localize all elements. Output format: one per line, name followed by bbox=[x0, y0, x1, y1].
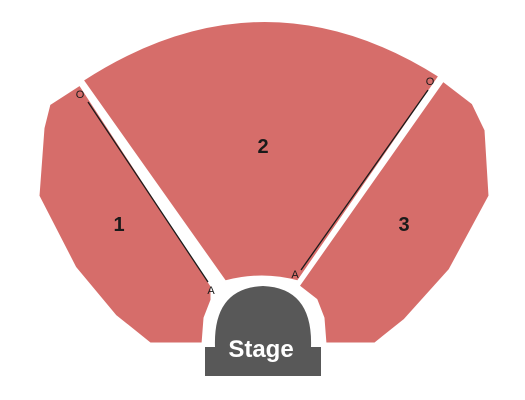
row-label-right-top: O bbox=[426, 76, 435, 88]
section-label-2: 2 bbox=[257, 136, 268, 158]
row-label-right-bottom: A bbox=[291, 269, 299, 281]
section-3[interactable] bbox=[296, 78, 492, 346]
aisle-line-left bbox=[87, 101, 209, 283]
stage-label: Stage bbox=[228, 336, 293, 363]
section-label-1: 1 bbox=[113, 214, 124, 236]
section-1[interactable] bbox=[36, 82, 214, 346]
stage bbox=[205, 286, 321, 376]
section-2[interactable] bbox=[80, 19, 442, 284]
row-label-left-top: O bbox=[76, 89, 85, 101]
row-label-left-bottom: A bbox=[207, 285, 215, 297]
section-label-3: 3 bbox=[398, 214, 409, 236]
aisle-line-right bbox=[300, 89, 429, 271]
